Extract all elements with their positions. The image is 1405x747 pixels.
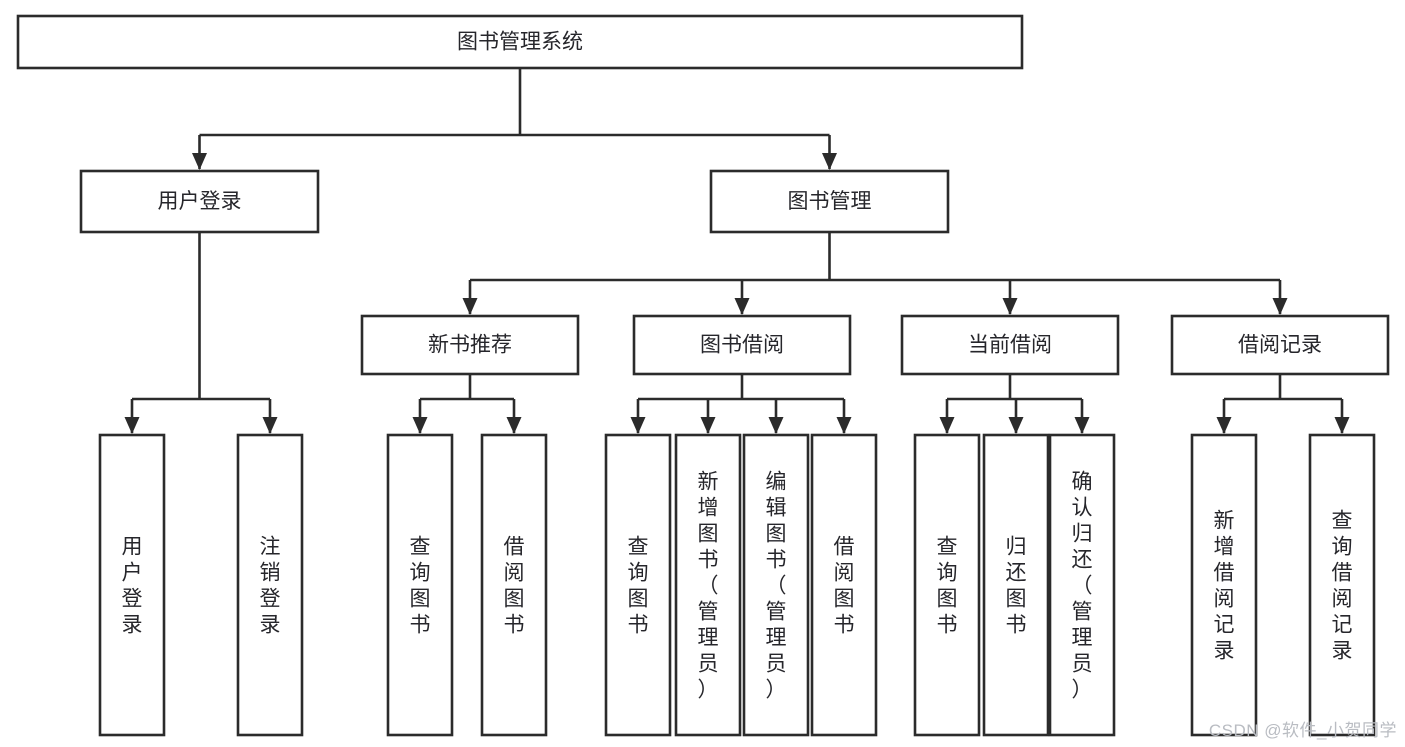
node-box [386, 433, 454, 737]
node-box [604, 433, 672, 737]
node-leaf-user-login[interactable]: 用户登录 [98, 433, 166, 737]
node-borrow-record[interactable]: 借阅记录 [1170, 314, 1390, 376]
node-label: 新书推荐 [428, 334, 512, 357]
node-label: 编辑图书（管理员） [766, 470, 787, 701]
node-label: 确认归还（管理员） [1072, 470, 1093, 701]
node-leaf-borrow-book-2[interactable]: 借阅图书 [810, 433, 878, 737]
node-leaf-query-book-2[interactable]: 查询图书 [604, 433, 672, 737]
node-leaf-query-book-3[interactable]: 查询图书 [913, 433, 981, 737]
node-box [900, 314, 1120, 376]
arrow-head [124, 417, 140, 434]
node-user-login[interactable]: 用户登录 [79, 169, 320, 234]
node-box [98, 433, 166, 737]
arrow-head [1216, 417, 1232, 434]
node-leaf-return-book[interactable]: 归还图书 [982, 433, 1050, 737]
node-label: 归还图书 [1006, 535, 1027, 636]
nodes-layer: 图书管理系统用户登录图书管理新书推荐图书借阅当前借阅借阅记录用户登录注销登录查询… [16, 14, 1390, 737]
node-box [79, 169, 320, 234]
node-root[interactable]: 图书管理系统 [16, 14, 1024, 70]
arrow-head [192, 153, 207, 170]
arrow-head [1272, 298, 1288, 315]
node-label: 新增图书（管理员） [698, 470, 719, 701]
node-leaf-borrow-book-1[interactable]: 借阅图书 [480, 433, 548, 737]
node-label: 图书管理系统 [457, 31, 583, 54]
node-leaf-add-record[interactable]: 新增借阅记录 [1190, 433, 1258, 737]
node-box [742, 433, 810, 737]
arrow-head [822, 153, 837, 170]
node-new-book-recommend[interactable]: 新书推荐 [360, 314, 580, 376]
node-leaf-confirm-return[interactable]: 确认归还（管理员） [1048, 433, 1116, 737]
node-label: 用户登录 [158, 190, 242, 213]
node-box [810, 433, 878, 737]
node-label: 查询图书 [937, 535, 958, 636]
node-leaf-add-book[interactable]: 新增图书（管理员） [674, 433, 742, 737]
node-label: 借阅记录 [1238, 334, 1322, 357]
arrow-head [700, 417, 716, 434]
node-label: 借阅图书 [504, 535, 525, 636]
node-label: 新增借阅记录 [1214, 509, 1235, 662]
arrow-head [939, 417, 955, 434]
arrow-head [1334, 417, 1350, 434]
node-box [1308, 433, 1376, 737]
node-label: 查询图书 [628, 535, 649, 636]
node-box [709, 169, 950, 234]
node-current-borrow[interactable]: 当前借阅 [900, 314, 1120, 376]
node-box [982, 433, 1050, 737]
node-box [360, 314, 580, 376]
node-label: 用户登录 [122, 535, 143, 636]
node-box [480, 433, 548, 737]
arrow-head [462, 298, 478, 315]
node-box [632, 314, 852, 376]
node-label: 查询图书 [410, 535, 431, 636]
node-leaf-query-record[interactable]: 查询借阅记录 [1308, 433, 1376, 737]
arrow-head [836, 417, 852, 434]
node-label: 查询借阅记录 [1332, 509, 1353, 662]
arrow-head [1002, 298, 1018, 315]
watermark-label: CSDN @软件_小贺同学 [1208, 721, 1397, 740]
arrow-head [630, 417, 646, 434]
node-leaf-query-book-1[interactable]: 查询图书 [386, 433, 454, 737]
node-book-manage[interactable]: 图书管理 [709, 169, 950, 234]
edges-layer [124, 68, 1350, 434]
arrow-head [262, 417, 278, 434]
node-box [16, 14, 1024, 70]
node-box [674, 433, 742, 737]
node-leaf-user-logout[interactable]: 注销登录 [236, 433, 304, 737]
node-label: 图书借阅 [700, 334, 784, 357]
node-box [913, 433, 981, 737]
node-label: 当前借阅 [968, 334, 1052, 357]
arrow-head [412, 417, 428, 434]
node-box [1170, 314, 1390, 376]
node-label: 图书管理 [788, 190, 872, 213]
node-label: 借阅图书 [834, 535, 855, 636]
node-box [1190, 433, 1258, 737]
arrow-head [1074, 417, 1090, 434]
arrow-head [506, 417, 522, 434]
arrow-head [734, 298, 750, 315]
node-book-borrow[interactable]: 图书借阅 [632, 314, 852, 376]
node-box [236, 433, 304, 737]
arrow-head [768, 417, 784, 434]
node-box [1048, 433, 1116, 737]
arrow-head [1008, 417, 1024, 434]
node-leaf-edit-book[interactable]: 编辑图书（管理员） [742, 433, 810, 737]
node-label: 注销登录 [260, 535, 281, 636]
